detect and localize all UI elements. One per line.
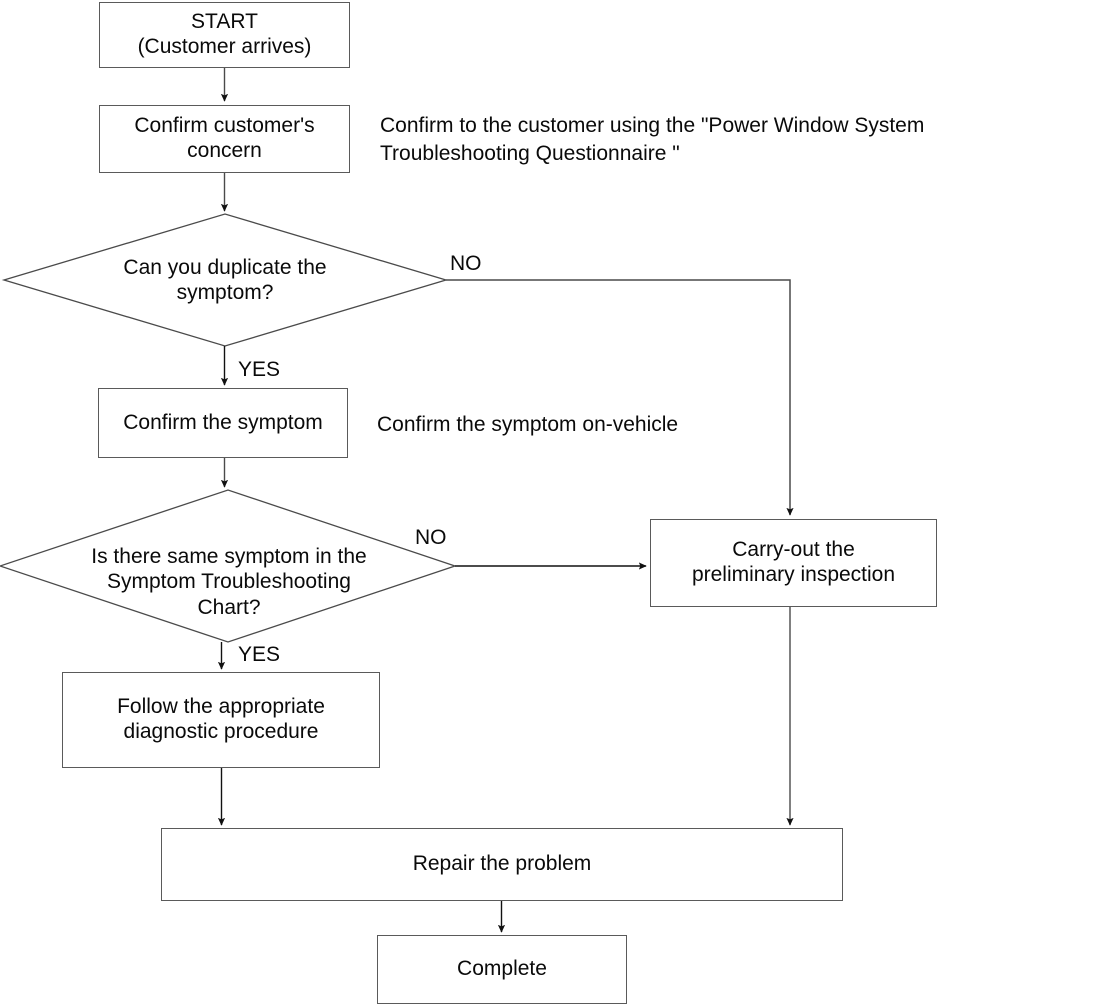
node-start-label: START (Customer arrives) bbox=[137, 10, 312, 58]
decision-chart-shape bbox=[0, 489, 458, 643]
edge-label-chart-yes: YES bbox=[238, 643, 281, 666]
node-confirm-the-symptom-label: Confirm the symptom bbox=[123, 410, 323, 434]
annotation-questionnaire: Confirm to the customer using the "Power… bbox=[380, 114, 925, 166]
node-complete-label: Complete bbox=[457, 957, 547, 981]
node-follow-the-appropriate-diagnostic-procedure-label: Follow the appropriate diagnostic proced… bbox=[117, 695, 325, 743]
node-confirm-customers-concern-label: Confirm customer's concern bbox=[134, 114, 315, 162]
node-start[interactable]: START (Customer arrives) bbox=[99, 2, 350, 68]
node-confirm-customers-concern[interactable]: Confirm customer's concern bbox=[99, 105, 350, 173]
node-follow-the-appropriate-diagnostic-procedure[interactable]: Follow the appropriate diagnostic proced… bbox=[62, 672, 380, 768]
edge-duplicate-no-to-preliminary bbox=[446, 279, 794, 516]
node-repair-the-problem[interactable]: Repair the problem bbox=[161, 828, 843, 901]
node-repair-the-problem-label: Repair the problem bbox=[412, 852, 592, 876]
node-confirm-the-symptom[interactable]: Confirm the symptom bbox=[98, 388, 348, 458]
node-carry-out-the-preliminary-inspection[interactable]: Carry-out the preliminary inspection bbox=[650, 519, 937, 607]
annotation-confirm-on-vehicle: Confirm the symptom on-vehicle bbox=[377, 413, 679, 436]
decision-duplicate-shape bbox=[1, 213, 449, 347]
node-carry-out-the-preliminary-inspection-label: Carry-out the preliminary inspection bbox=[691, 538, 896, 586]
edge-label-duplicate-no: NO bbox=[450, 252, 482, 275]
node-complete[interactable]: Complete bbox=[377, 935, 627, 1004]
edge-label-duplicate-yes: YES bbox=[238, 358, 281, 381]
edge-label-chart-no: NO bbox=[415, 526, 447, 549]
